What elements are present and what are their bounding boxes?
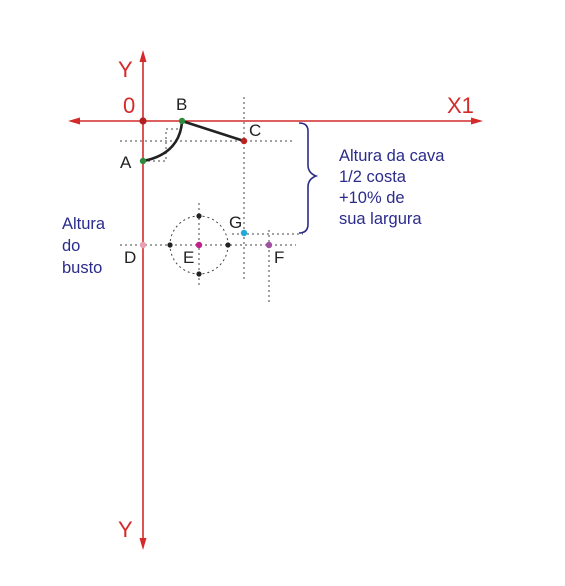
x-axis-arrow-left — [68, 117, 80, 125]
bust-line-3: busto — [62, 259, 102, 277]
label-b: B — [176, 95, 187, 114]
point-e — [195, 241, 203, 249]
pattern-lines — [141, 119, 246, 163]
armhole-annotation: Altura da cava 1/2 costa +10% de sua lar… — [339, 147, 445, 228]
x-axis-arrow-right — [471, 117, 483, 125]
x1-label: X1 — [447, 93, 474, 118]
point-b — [178, 117, 186, 125]
point-g — [240, 229, 248, 237]
y-axis-arrow-top — [139, 50, 147, 62]
point-labels: A B C D E F G — [120, 95, 284, 267]
guide-a-b — [143, 128, 182, 162]
bust-line-1: Altura — [62, 215, 106, 233]
point-f — [265, 241, 273, 249]
bracket — [298, 122, 319, 234]
point-c — [240, 137, 248, 145]
label-a: A — [120, 153, 132, 172]
y-axis-arrow-bottom — [139, 538, 147, 550]
point-a — [139, 157, 147, 165]
bust-line-2: do — [62, 237, 80, 255]
armhole-line-4: sua largura — [339, 210, 422, 228]
axes — [68, 50, 483, 550]
bust-annotation: Altura do busto — [62, 215, 106, 277]
point-origin — [139, 117, 147, 125]
armhole-curve-a-b — [141, 119, 184, 163]
label-d: D — [124, 248, 136, 267]
construction-lines — [120, 97, 303, 304]
label-g: G — [229, 213, 242, 232]
label-e: E — [183, 248, 194, 267]
shoulder-line-b-c — [180, 119, 246, 143]
circle-point-left — [167, 242, 173, 248]
y-top-label: Y — [118, 57, 133, 82]
circle-point-bottom — [196, 271, 202, 277]
origin-label: 0 — [123, 93, 135, 118]
y-bottom-label: Y — [118, 517, 133, 542]
circle-point-top — [196, 213, 202, 219]
armhole-line-3: +10% de — [339, 189, 405, 207]
label-f: F — [274, 248, 284, 267]
points — [139, 117, 273, 277]
armhole-line-2: 1/2 costa — [339, 168, 407, 186]
axis-labels: Y Y 0 X1 — [118, 57, 474, 542]
point-d — [139, 241, 147, 249]
armhole-line-1: Altura da cava — [339, 147, 445, 165]
label-c: C — [249, 121, 261, 140]
circle-point-right — [225, 242, 231, 248]
